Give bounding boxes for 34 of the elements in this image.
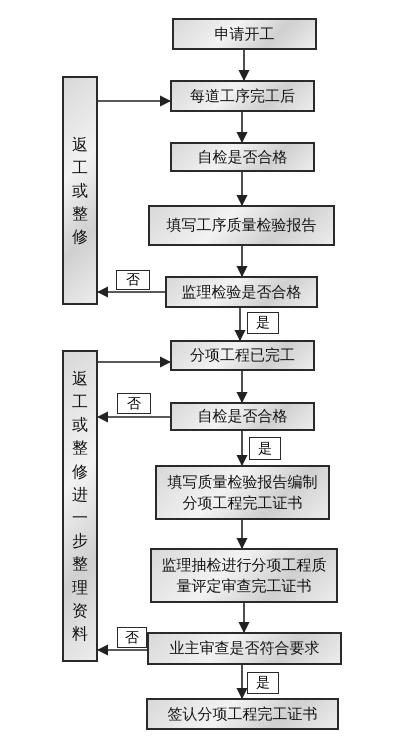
process-box: 申请开工 [172, 18, 317, 50]
edge-label: 否 [117, 393, 151, 414]
arrow [98, 356, 172, 368]
arrow [236, 112, 248, 144]
process-box: 监理检验是否合格 [165, 276, 318, 308]
arrow [236, 371, 248, 404]
process-box: 填写工序质量检验报告 [148, 205, 335, 246]
edge-label: 是 [249, 437, 281, 460]
process-box: 监理抽检进行分项工程质量评定审查完工证书 [150, 548, 338, 603]
edge-label: 是 [247, 672, 279, 694]
edge-label: 否 [116, 270, 150, 290]
arrow [96, 644, 147, 656]
arrow [234, 308, 246, 342]
arrow [236, 520, 248, 550]
arrow [236, 172, 248, 206]
arrow [238, 50, 250, 82]
arrow [96, 411, 170, 423]
process-box: 分项工程已完工 [170, 340, 315, 371]
arrow [236, 665, 248, 700]
process-box: 填写质量检验报告编制分项工程完工证书 [155, 465, 330, 520]
arrow [236, 246, 248, 278]
edge-label: 否 [117, 627, 147, 648]
edge-label: 是 [247, 312, 279, 334]
process-box: 自检是否合格 [170, 402, 315, 431]
rework-box: 返工或整修进一步整理资料 [62, 350, 98, 662]
arrow [238, 603, 250, 634]
arrow [96, 286, 165, 298]
process-box: 业主审查是否符合要求 [147, 632, 342, 665]
rework-box: 返工或整修 [62, 76, 98, 305]
process-box: 签认分项工程完工证书 [146, 698, 339, 730]
process-box: 每道工序完工后 [170, 80, 315, 112]
arrow [98, 95, 172, 107]
arrow [236, 431, 248, 466]
process-box: 自检是否合格 [170, 142, 315, 172]
